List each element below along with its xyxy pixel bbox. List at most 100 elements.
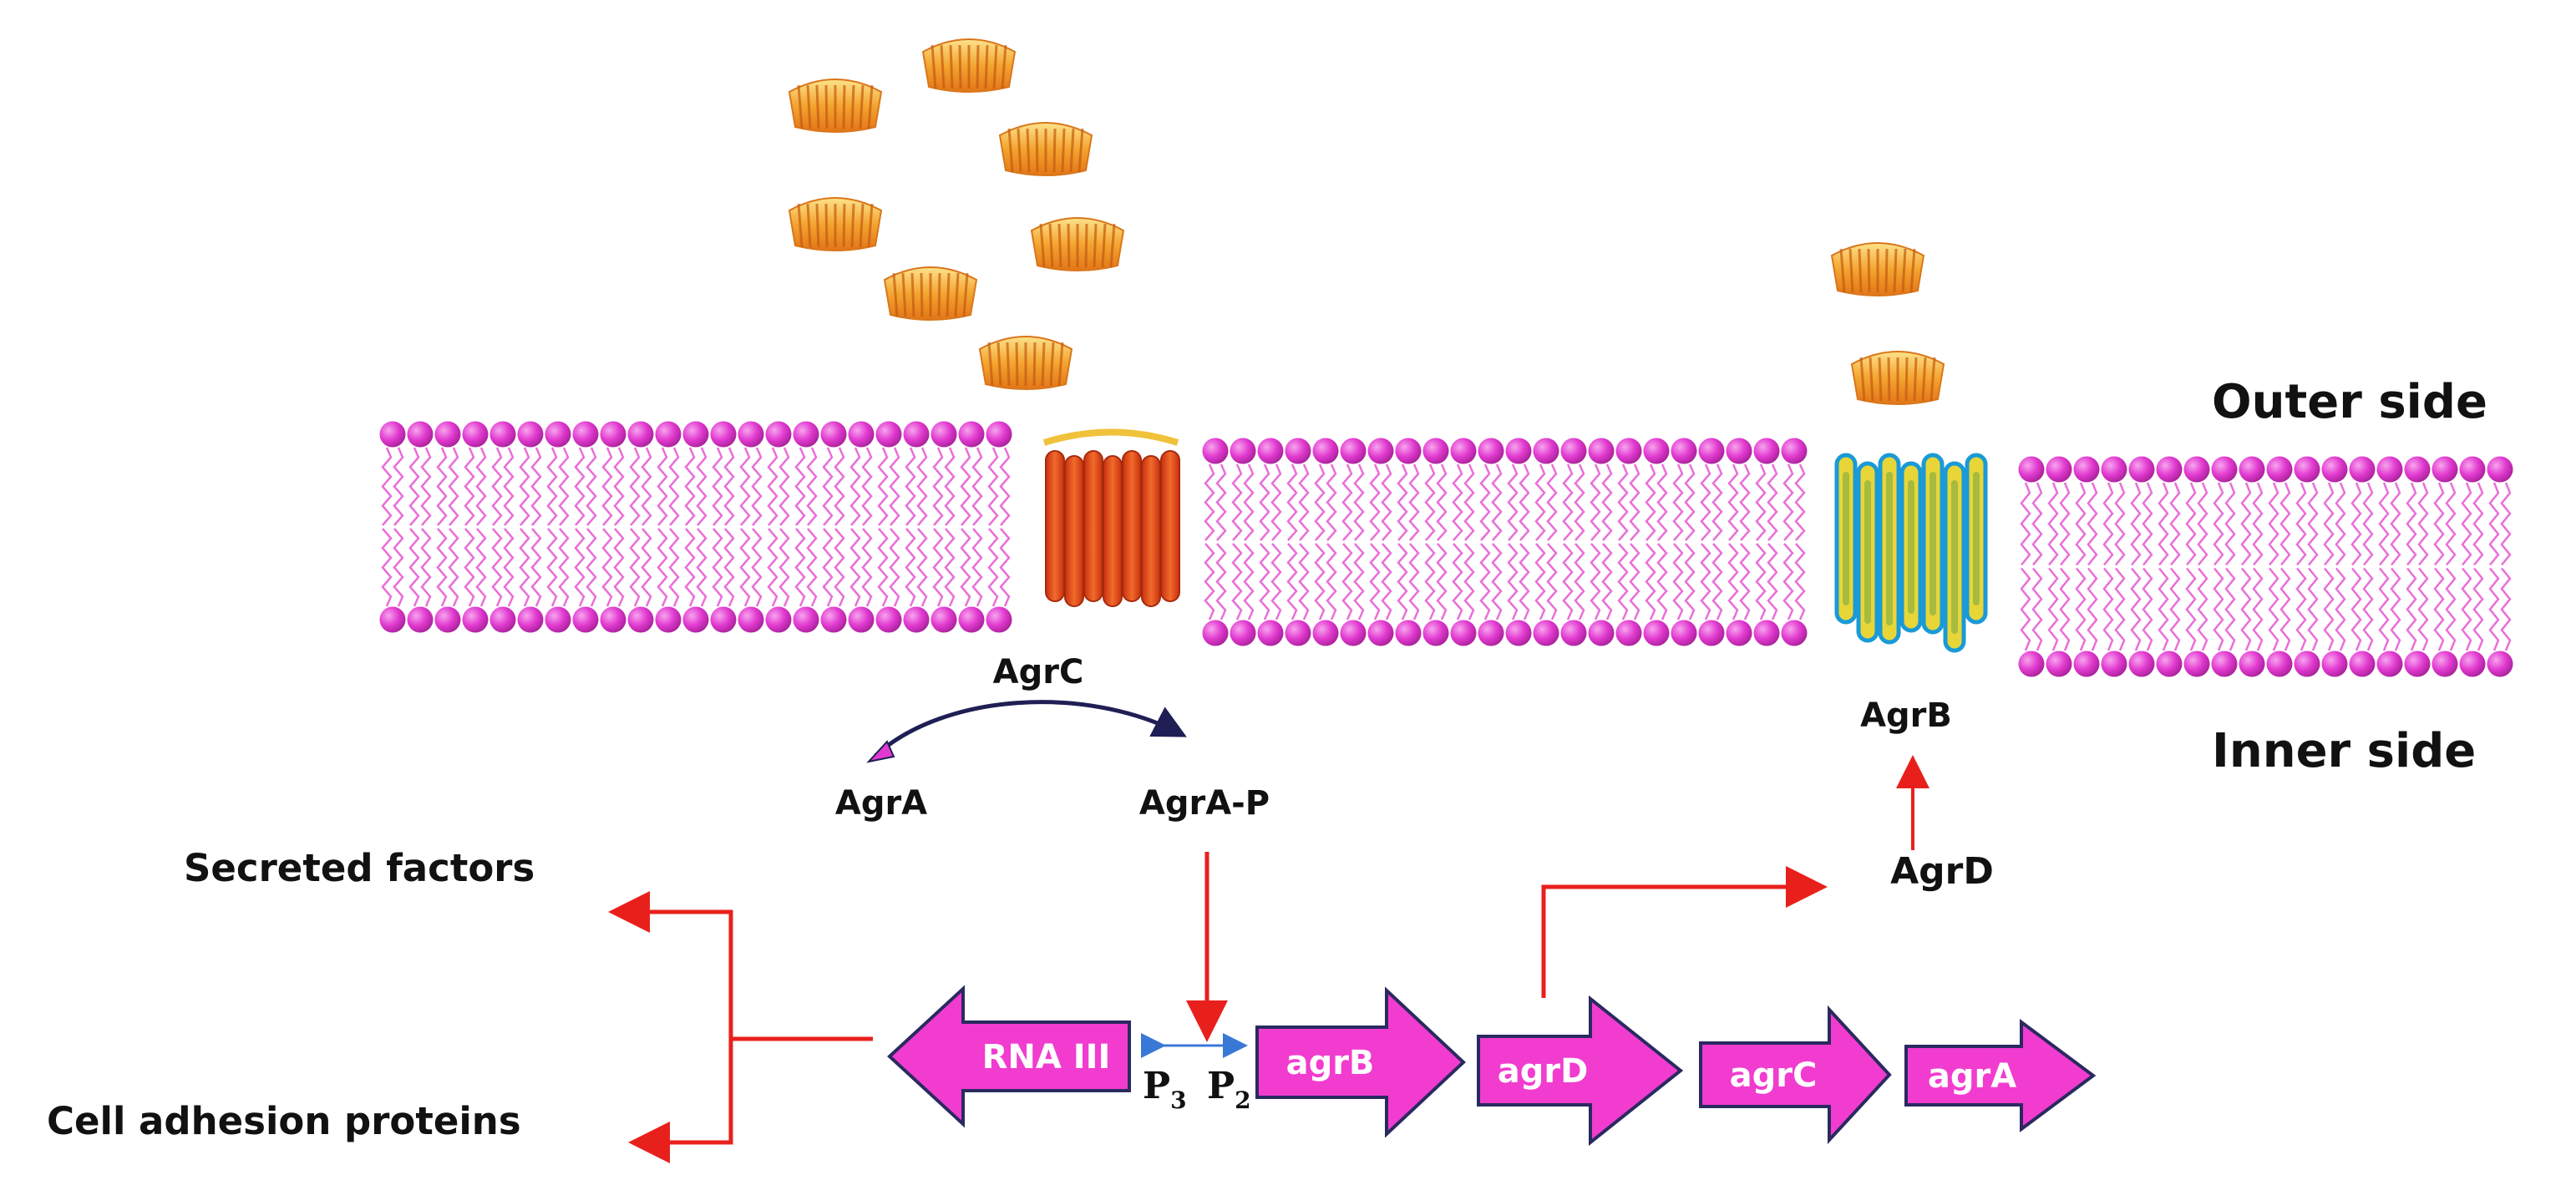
lipid-tail [491,447,503,526]
phosphorylation-arrow-start [866,740,895,763]
lipid-head [1533,620,1559,646]
lipid-head [1671,620,1697,646]
adhesion-proteins-arrow [628,1039,733,1163]
lipid-tail [1534,543,1546,620]
lipid-head [710,606,737,633]
lipid-tail [2472,482,2484,566]
lipid-tail [794,447,806,526]
lipid-tail [530,447,542,526]
lipid-tail [1684,463,1696,541]
lipid-tail [1739,543,1751,620]
lipid-tail [641,447,652,526]
lipid-head [1285,620,1311,646]
lipid-tail [751,447,763,526]
lipid-tail [2240,482,2252,566]
lipid-tail [641,528,652,607]
lipid-head [848,421,875,448]
agrc-helix [1160,450,1180,602]
lipid-head [2294,456,2320,483]
lipid-head [958,606,985,633]
lipid-head [1698,620,1725,646]
lipid-tail [1231,543,1243,620]
aip-peptide-icon [788,78,883,133]
cell-adhesion-proteins-label: Cell adhesion proteins [47,1099,521,1143]
lipid-tail [668,528,680,607]
lipid-tail [2031,482,2043,566]
agrb-helix-shade [1973,472,1980,605]
agrc-helix [1103,455,1123,607]
aip-peptides [788,38,1945,405]
lipid-tail [2240,567,2252,651]
lipid-tail [1243,463,1255,541]
lipid-head [682,421,709,448]
lipid-head [1340,438,1367,464]
lipid-tail [1259,543,1270,620]
promoter-p2-label: P2 [1207,1065,1251,1114]
lipid-head [2321,651,2348,677]
lipid-head [462,421,489,448]
lipid-tail [2390,482,2401,566]
aip-peptide-icon [788,197,883,251]
lipid-tail [420,528,432,607]
lipid-head [1340,620,1367,646]
lipid-tail [806,447,818,526]
lipid-tail [519,528,530,607]
lipid-head [2376,456,2403,483]
lipid-tail [834,447,845,526]
agrb-helix [1856,461,1879,643]
lipid-tail [1353,463,1365,541]
lipid-head [2101,456,2127,483]
lipid-head [2018,651,2045,677]
lipid-tail [420,447,432,526]
agrb-helix [1943,461,1966,653]
lipid-tail [503,447,515,526]
agrb-helix [1878,453,1901,645]
lipid-tail [889,528,900,607]
agrc-helix [1045,450,1065,602]
lipid-tail [751,528,763,607]
lipid-head [1643,438,1670,464]
lipid-head [407,606,434,633]
agrb-helix [1921,453,1945,635]
lipid-head [1230,620,1256,646]
agrb-helix-shade [1951,480,1958,634]
lipid-tail [999,528,1011,607]
lipid-tail [1656,463,1668,541]
lipid-tail [2488,567,2500,651]
lipid-tail [2252,567,2264,651]
lipid-head [2349,651,2376,677]
lipid-head [2073,651,2100,677]
lipid-head [710,421,737,448]
lipid-head [2156,456,2183,483]
lipid-tail [971,447,983,526]
agrb-helix [1834,453,1858,625]
lipid-tail [1739,463,1751,541]
lipid-tail [629,528,641,607]
lipid-head [1560,620,1587,646]
lipid-tail [2102,482,2114,566]
lipid-tail [1562,463,1574,541]
gene-agrB: agrB [1255,986,1466,1138]
lipid-head [2294,651,2320,677]
lipid-tail [2047,482,2059,566]
lipid-tail [2461,567,2472,651]
lipid-tail [2059,567,2071,651]
lipid-head [379,421,406,448]
lipid-tail [1326,543,1337,620]
gene-label-rna3: RNA III [982,1038,1111,1076]
lipid-tail [861,528,873,607]
lipid-tail [1381,543,1392,620]
lipid-tail [2102,567,2114,651]
lipid-tail [2378,482,2390,566]
lipid-tail [668,447,680,526]
lipid-head [1643,620,1670,646]
lipid-tail [2295,482,2307,566]
lipid-tail [822,447,834,526]
agrb-helix-shade [1864,480,1871,624]
lipid-tail [1507,463,1519,541]
lipid-tail [723,447,735,526]
lipid-tail [475,528,487,607]
lipid-tail [1463,543,1475,620]
lipid-head [1533,438,1559,464]
lipid-tail [1672,463,1684,541]
